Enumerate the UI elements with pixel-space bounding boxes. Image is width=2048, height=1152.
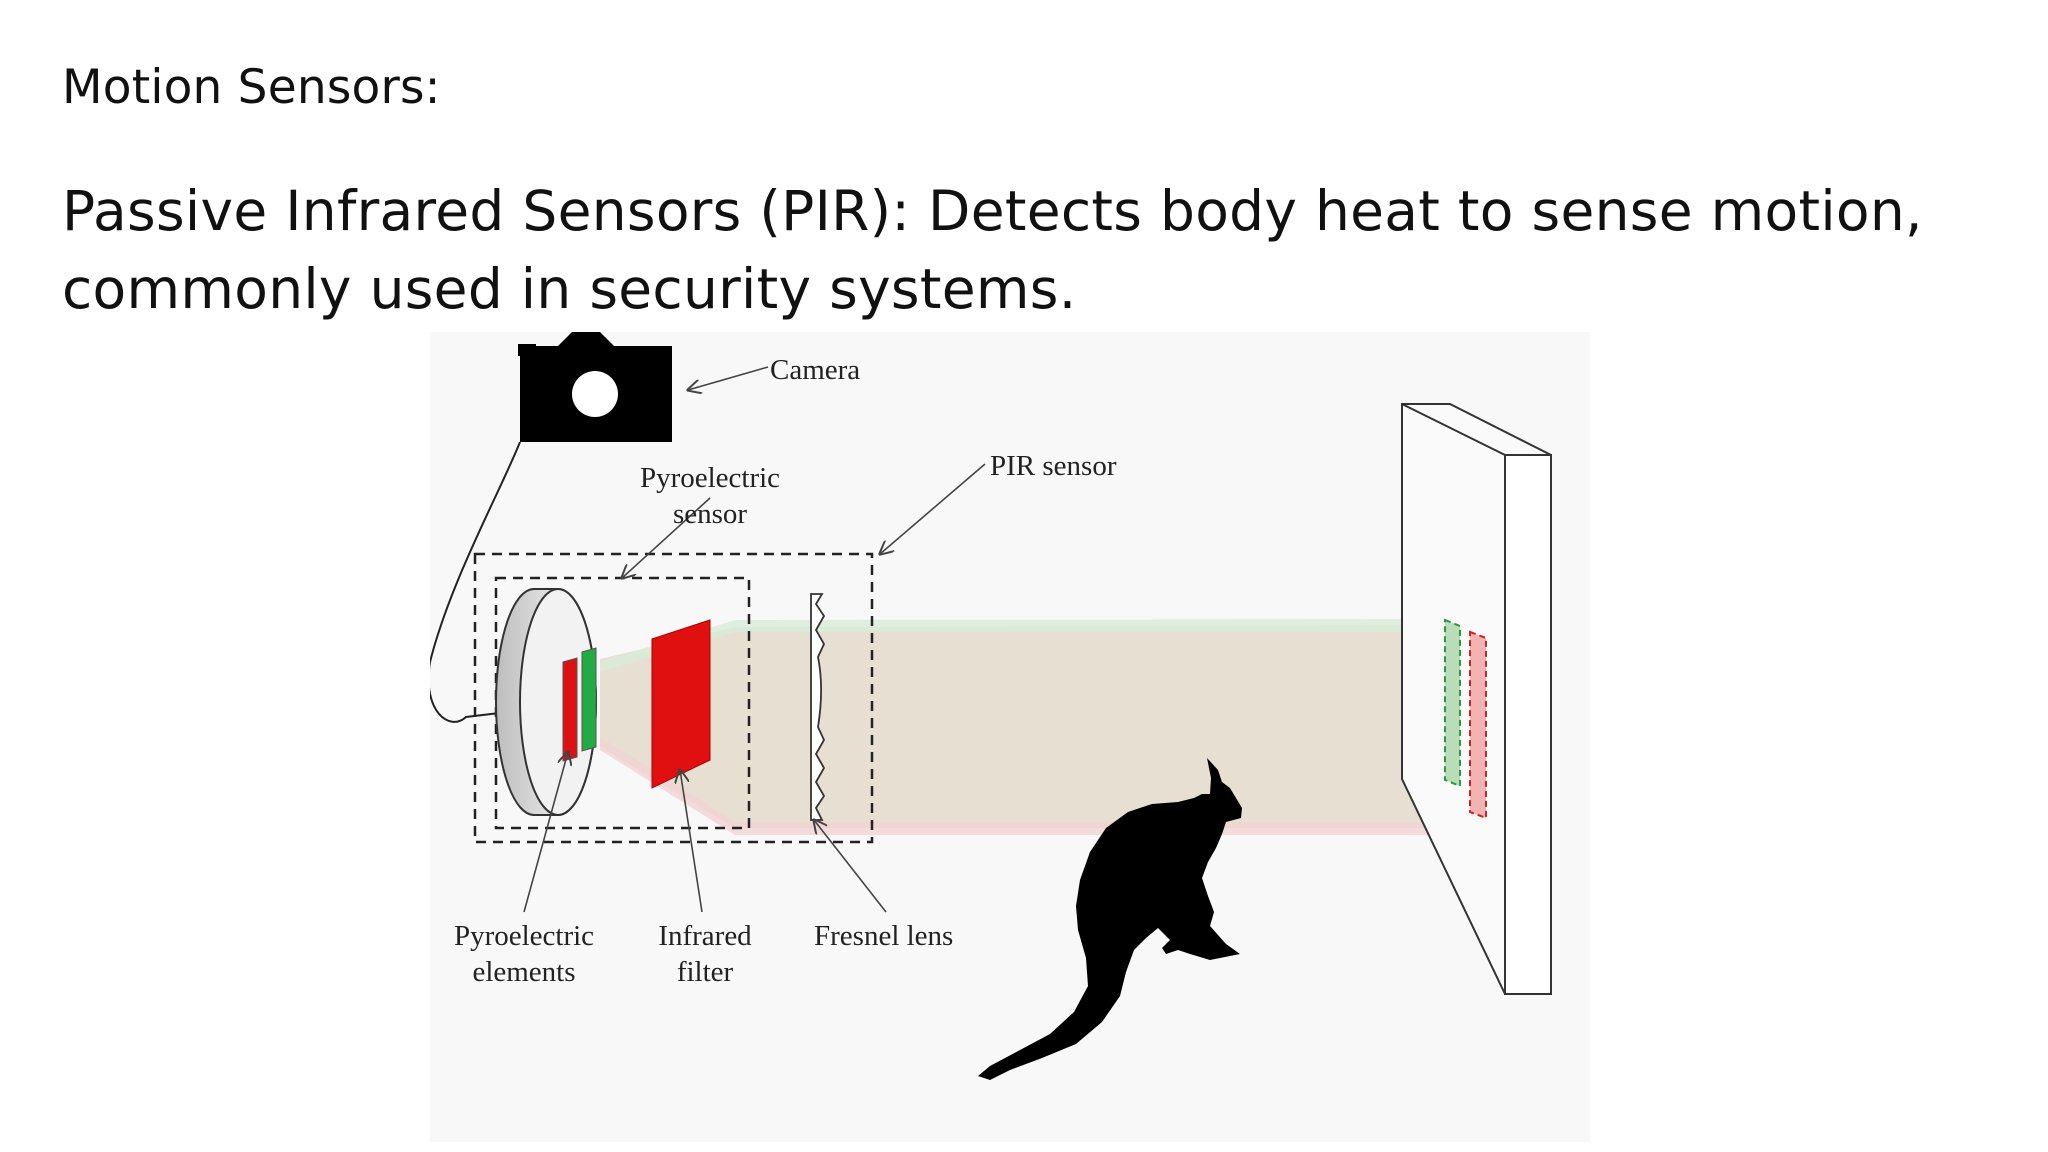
slide-body-text: Passive Infrared Sensors (PIR): Detects … bbox=[62, 172, 1962, 328]
wall-strip-red bbox=[1469, 630, 1487, 820]
pyroelectric-element-green bbox=[581, 647, 597, 752]
pir-sensor-pointer bbox=[880, 463, 986, 554]
infrared-filter-label: Infrared filter bbox=[645, 918, 765, 990]
pyroelectric-sensor-label: Pyroelectric sensor bbox=[630, 460, 790, 532]
pyroelectric-elements-label: Pyroelectric elements bbox=[444, 918, 604, 990]
pyroelectric-sensor-label-line-1: Pyroelectric bbox=[639, 462, 781, 494]
fresnel-lens-label: Fresnel lens bbox=[814, 920, 954, 952]
pyroelectric-sensor-label-line-2: sensor bbox=[672, 498, 748, 530]
camera-cable bbox=[430, 441, 521, 723]
pyroelectric-element-red bbox=[562, 657, 578, 762]
slide-heading: Motion Sensors: bbox=[62, 60, 441, 115]
diagram-pointers bbox=[523, 366, 986, 913]
body-text-line-2: commonly used in security systems. bbox=[62, 257, 1077, 321]
infrared-filter-label-line-1: Infrared bbox=[658, 920, 752, 952]
fresnel-lens-shape bbox=[810, 593, 826, 821]
camera-pointer bbox=[688, 366, 769, 390]
pyroelectric-sensor-pointer bbox=[622, 497, 711, 578]
wall-strip-green bbox=[1444, 618, 1461, 788]
fresnel-lens-pointer bbox=[814, 820, 887, 913]
infrared-filter-pointer bbox=[680, 770, 703, 913]
body-text-line-1: Passive Infrared Sensors (PIR): Detects … bbox=[62, 179, 1923, 243]
kangaroo-silhouette-icon bbox=[978, 758, 1242, 1080]
camera-label: Camera bbox=[770, 354, 861, 386]
infrared-filter-label-line-2: filter bbox=[676, 956, 734, 988]
pyroelectric-elements-label-line-2: elements bbox=[472, 956, 576, 988]
infrared-filter-plate bbox=[651, 619, 711, 789]
pir-sensor-box bbox=[473, 552, 874, 844]
camera-icon bbox=[518, 332, 672, 442]
pir-sensor-label: PIR sensor bbox=[990, 450, 1117, 482]
kangaroo-forearm bbox=[1164, 852, 1192, 912]
pyroelectric-elements-label-line-1: Pyroelectric bbox=[453, 920, 595, 952]
pir-sensor-diagram: Camera PIR sensor Pyroelectric sensor Py… bbox=[430, 332, 1590, 1142]
pyroelectric-elements-pointer bbox=[523, 752, 568, 913]
